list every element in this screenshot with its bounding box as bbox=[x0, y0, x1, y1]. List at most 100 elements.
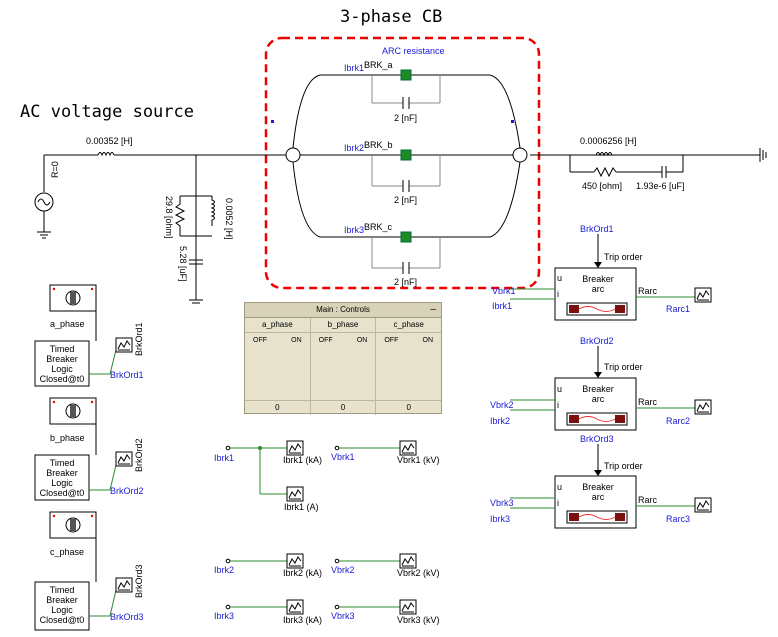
control-c-off: OFF bbox=[384, 337, 399, 344]
timed-a-line2: Breaker bbox=[46, 354, 78, 364]
timed-b-line2: Breaker bbox=[46, 468, 78, 478]
arc3-rarc-label: Rarc bbox=[638, 495, 658, 505]
arc3-iin-label: Ibrk3 bbox=[490, 514, 510, 524]
arc3-u-label: u bbox=[557, 482, 562, 492]
arc1-rarc-label: Rarc bbox=[638, 286, 658, 296]
arc1-i-label: i bbox=[557, 289, 559, 299]
switch-c-label: c_phase bbox=[50, 547, 84, 557]
ibrk2-meter-icon bbox=[286, 553, 304, 569]
control-b-value: 0 bbox=[311, 401, 377, 415]
meter-vbrk2-in: Vbrk2 bbox=[331, 565, 355, 575]
source-l-label: 0.00352 [H] bbox=[86, 136, 133, 146]
controls-title-bar[interactable]: Main : Controls – bbox=[245, 303, 441, 318]
main-bus bbox=[34, 148, 767, 239]
control-b-name: b_phase bbox=[310, 318, 376, 333]
arc3-i-label: i bbox=[557, 498, 559, 508]
timed-c-line3: Logic bbox=[51, 605, 73, 615]
meter-vbrk1-in: Vbrk1 bbox=[331, 452, 355, 462]
timed-logic-b bbox=[34, 397, 133, 501]
arc2-title: Breaker bbox=[582, 384, 614, 394]
timed-logic-c bbox=[34, 511, 133, 631]
meter-ibrk2-in: Ibrk2 bbox=[214, 565, 234, 575]
shunt-branch bbox=[174, 155, 215, 304]
control-a-phase: a_phase OFF ON bbox=[245, 318, 311, 400]
meters-row2 bbox=[225, 553, 417, 569]
arc2-vin-label: Vbrk2 bbox=[490, 400, 514, 410]
brk-b-label: BRK_b bbox=[364, 140, 393, 150]
ibrk1-a-meter-icon bbox=[286, 486, 304, 502]
meter-ibrk1-in: Ibrk1 bbox=[214, 453, 234, 463]
vbrk1-meter-icon bbox=[399, 440, 417, 456]
brkord1-meter-icon bbox=[115, 337, 133, 353]
vbrk3-meter-icon bbox=[399, 599, 417, 615]
brkord1-vertical: BrkOrd1 bbox=[134, 322, 144, 356]
source-title: AC voltage source bbox=[20, 102, 194, 122]
timed-b-line1: Timed bbox=[50, 458, 75, 468]
line-r-label: 450 [ohm] bbox=[582, 181, 622, 191]
arc-block-1 bbox=[510, 234, 712, 321]
meter-ibrk3-label: Ibrk3 (kA) bbox=[283, 615, 322, 625]
control-c-value: 0 bbox=[406, 403, 411, 412]
rarc3-meter-icon bbox=[694, 497, 712, 513]
shunt-l-label: 0.0052 [H] bbox=[224, 198, 234, 240]
source-r-label: R=0 bbox=[50, 161, 60, 178]
meter-ibrk2-label: Ibrk2 (kA) bbox=[283, 568, 322, 578]
arc1-title: Breaker bbox=[582, 274, 614, 284]
timed-c-line2: Breaker bbox=[46, 595, 78, 605]
ibrk3-meter-icon bbox=[286, 599, 304, 615]
timed-b-line3: Logic bbox=[51, 478, 73, 488]
vbrk2-meter-icon bbox=[399, 553, 417, 569]
arc1-out-label: Rarc1 bbox=[666, 304, 690, 314]
brk-a-label: BRK_a bbox=[364, 60, 393, 70]
timed-logic-a bbox=[34, 284, 133, 387]
arc3-vin-label: Vbrk3 bbox=[490, 498, 514, 508]
timed-a-line1: Timed bbox=[50, 344, 75, 354]
brkord2-meter-icon bbox=[115, 451, 133, 467]
arc3-out-label: Rarc3 bbox=[666, 514, 690, 524]
arc2-ord-label: BrkOrd2 bbox=[580, 336, 614, 346]
timed-a-line3: Logic bbox=[51, 364, 73, 374]
breaker-c bbox=[371, 231, 441, 274]
arc2-u-label: u bbox=[557, 384, 562, 394]
meters-row1 bbox=[225, 440, 417, 502]
source-inductor-icon bbox=[97, 152, 115, 156]
line-resistor-icon bbox=[593, 166, 617, 178]
control-a-off: OFF bbox=[253, 337, 267, 344]
minimize-button[interactable]: – bbox=[430, 304, 436, 315]
meter-ibrk1-a-label: Ibrk1 (A) bbox=[284, 502, 319, 512]
control-a-on: ON bbox=[291, 337, 302, 344]
arc1-ord-label: BrkOrd1 bbox=[580, 224, 614, 234]
rarc1-meter-icon bbox=[694, 287, 712, 303]
ibrk-b-label: Ibrk2 bbox=[344, 143, 364, 153]
cb-boundary bbox=[264, 36, 541, 290]
control-a-name: a_phase bbox=[245, 318, 310, 333]
arc2-out-label: Rarc2 bbox=[666, 416, 690, 426]
switch-b-label: b_phase bbox=[50, 433, 85, 443]
arc1-sub: arc bbox=[592, 284, 605, 294]
line-c-label: 1.93e-6 [uF] bbox=[636, 181, 685, 191]
arc-block-2 bbox=[510, 346, 712, 431]
timed-a-line4: Closed@t0 bbox=[40, 374, 85, 384]
brkord2-label: BrkOrd2 bbox=[110, 486, 144, 496]
meter-ibrk3-in: Ibrk3 bbox=[214, 611, 234, 621]
arc2-trip-label: Trip order bbox=[604, 362, 643, 372]
line-branch bbox=[569, 152, 684, 178]
arc2-iin-label: Ibrk2 bbox=[490, 416, 510, 426]
timed-c-line4: Closed@t0 bbox=[40, 615, 85, 625]
cb-internals bbox=[271, 74, 528, 238]
rarc2-meter-icon bbox=[694, 399, 712, 415]
arc-resistance-label: ARC resistance bbox=[382, 46, 445, 56]
brkord3-label: BrkOrd3 bbox=[110, 612, 144, 622]
meters-row3 bbox=[225, 599, 417, 615]
shunt-c-label: 5.28 [uF] bbox=[178, 246, 188, 282]
arc3-sub: arc bbox=[592, 492, 605, 502]
arc2-rarc-label: Rarc bbox=[638, 397, 658, 407]
control-c-name: c_phase bbox=[376, 318, 442, 333]
meter-vbrk3-in: Vbrk3 bbox=[331, 611, 355, 621]
breaker-b bbox=[371, 149, 441, 192]
breaker-a bbox=[371, 69, 441, 109]
shunt-r-label: 29.8 [ohm] bbox=[164, 196, 174, 239]
